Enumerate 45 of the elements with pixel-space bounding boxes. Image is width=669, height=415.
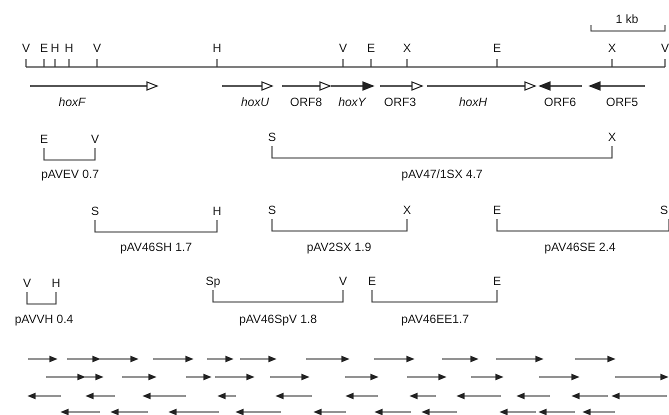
gene-label: ORF8 bbox=[290, 95, 322, 109]
restriction-site-label: X bbox=[608, 41, 616, 55]
restriction-site-label: H bbox=[50, 41, 60, 55]
clone-label: pAV2SX 1.9 bbox=[306, 240, 372, 254]
restriction-site-label: S bbox=[268, 130, 276, 144]
scale-label: 1 kb bbox=[616, 12, 638, 26]
restriction-site-label: V bbox=[91, 132, 99, 146]
restriction-site-label: V bbox=[339, 41, 347, 55]
restriction-site-label: S bbox=[91, 204, 99, 218]
restriction-site-label: E bbox=[493, 203, 501, 217]
gene-label: hoxY bbox=[338, 95, 366, 109]
restriction-site-label: V bbox=[93, 41, 101, 55]
gene-label: ORF3 bbox=[384, 95, 416, 109]
clone-label: pAV46SH 1.7 bbox=[120, 240, 192, 254]
restriction-site-label: E bbox=[40, 41, 48, 55]
restriction-site-label: H bbox=[212, 204, 222, 218]
restriction-site-label: V bbox=[23, 276, 31, 290]
gene-label: hoxF bbox=[58, 95, 86, 109]
restriction-site-label: E bbox=[368, 274, 376, 288]
clone-label: pAV46SE 2.4 bbox=[544, 240, 616, 254]
restriction-site-label: E bbox=[493, 41, 501, 55]
gene-label: hoxH bbox=[459, 95, 487, 109]
restriction-site-label: X bbox=[403, 41, 411, 55]
restriction-site-label: X bbox=[403, 203, 411, 217]
clone-label: pAV47/1SX 4.7 bbox=[401, 167, 483, 181]
restriction-site-label: E bbox=[40, 132, 48, 146]
restriction-site-label: V bbox=[339, 274, 347, 288]
restriction-site-label: S bbox=[660, 203, 668, 217]
restriction-site-label: V bbox=[22, 41, 30, 55]
restriction-site-label: E bbox=[493, 274, 501, 288]
restriction-site-label: E bbox=[367, 41, 375, 55]
clone-label: pAV46SpV 1.8 bbox=[239, 312, 317, 326]
clone-label: pAV46EE1.7 bbox=[401, 312, 469, 326]
restriction-site-label: X bbox=[608, 130, 616, 144]
restriction-site-label: H bbox=[52, 276, 60, 290]
clone-label: pAVEV 0.7 bbox=[41, 167, 99, 181]
gene-label: hoxU bbox=[241, 95, 269, 109]
restriction-site-label: H bbox=[212, 41, 222, 55]
clone-label: pAVVH 0.4 bbox=[14, 312, 74, 326]
restriction-site-label: Sp bbox=[206, 274, 220, 288]
restriction-site-label: S bbox=[268, 203, 276, 217]
gene-label: ORF6 bbox=[544, 95, 576, 109]
restriction-site-label: H bbox=[64, 41, 74, 55]
restriction-site-label: V bbox=[661, 41, 669, 55]
gene-label: ORF5 bbox=[606, 95, 638, 109]
